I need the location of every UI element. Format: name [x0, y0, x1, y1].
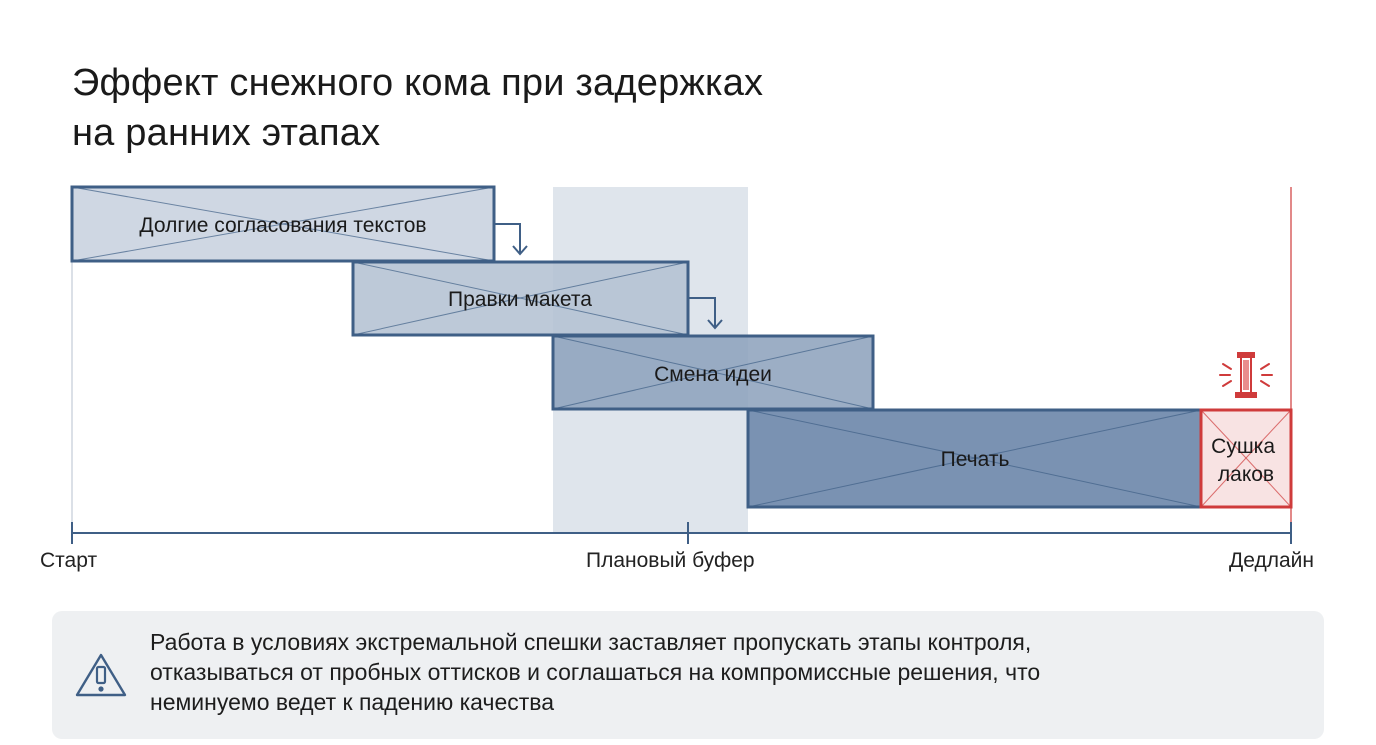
axis-label-deadline: Дедлайн [1229, 549, 1314, 572]
page-title: Эффект снежного кома при задержках на ра… [72, 58, 972, 158]
warning-note: Работа в условиях экстремальной спешки з… [52, 611, 1324, 739]
warning-note-line-3: неминуемо ведет к падению качества [150, 689, 555, 715]
page-title-line-2: на ранних этапах [72, 112, 381, 154]
stage-label-layout: Правки макета [448, 288, 592, 311]
stage-label-drying-line-2: лаков [1218, 463, 1274, 486]
stage-bar-print: Печать [746, 408, 1203, 509]
stage-bar-layout: Правки макета [351, 260, 690, 337]
stage-label-print: Печать [941, 448, 1010, 471]
axis-label-start: Старт [40, 549, 98, 572]
page-title-line-1: Эффект снежного кома при задержках [72, 62, 764, 104]
stage-label-texts: Долгие согласования текстов [139, 214, 426, 237]
warning-note-text: Работа в условиях экстремальной спешки з… [150, 627, 1300, 717]
stage-bar-texts: Долгие согласования текстов [70, 185, 496, 263]
stage-bar-drying: Сушка лаков [1199, 408, 1293, 509]
delay-arrow-2 [688, 297, 723, 330]
axis-label-buffer: Плановый буфер [586, 549, 755, 572]
stage-label-drying: Сушка лаков [1211, 435, 1281, 486]
stage-bar-idea: Смена идеи [551, 334, 875, 411]
stage-label-idea: Смена идеи [654, 363, 772, 386]
alarm-light-icon [1219, 352, 1273, 398]
delay-arrow-1 [494, 223, 528, 256]
warning-triangle-icon [75, 653, 127, 697]
warning-note-line-2: отказываться от пробных оттисков и согла… [150, 659, 1041, 685]
warning-note-line-1: Работа в условиях экстремальной спешки з… [150, 629, 1032, 655]
timeline-axis [71, 522, 1292, 544]
stage-label-drying-line-1: Сушка [1211, 435, 1275, 458]
snowball-diagram: Долгие согласования текстов Правки макет… [70, 185, 1293, 544]
